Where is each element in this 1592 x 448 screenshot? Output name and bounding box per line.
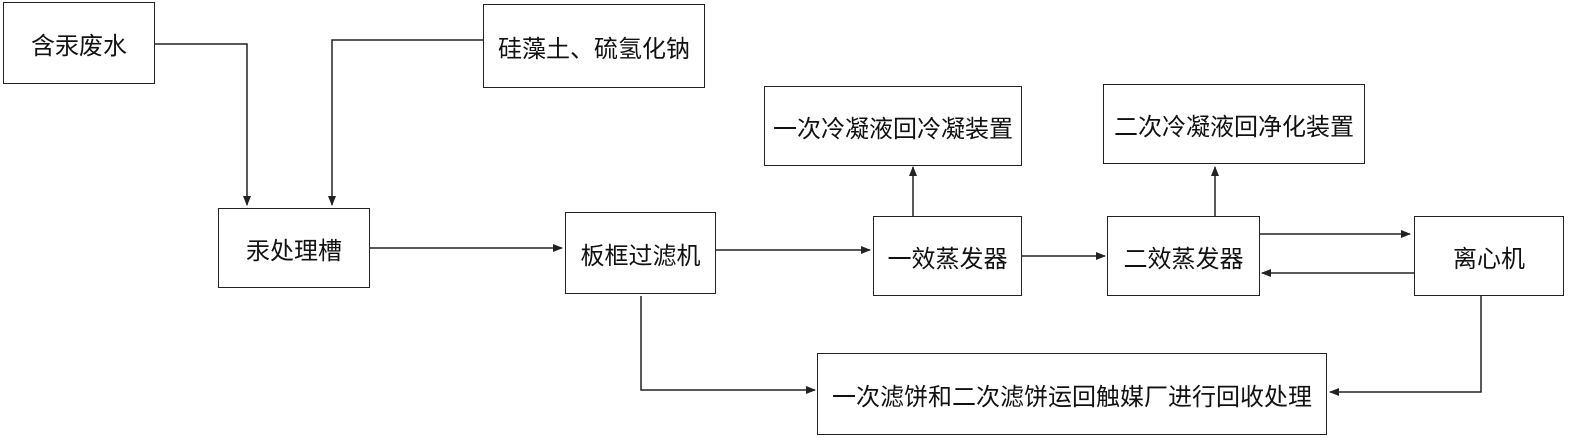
wastewater-box: 含汞废水: [3, 2, 155, 84]
arrow-filter-to-cake: [640, 296, 816, 394]
mercury-tank-box: 汞处理槽: [218, 208, 370, 288]
reagents-box: 硅藻土、硫氢化钠: [483, 4, 705, 88]
plate-filter-box: 板框过滤机: [565, 212, 716, 294]
second-condensate-box: 二次冷凝液回净化装置: [1103, 84, 1365, 164]
first-condensate-box: 一次冷凝液回冷凝装置: [764, 86, 1022, 166]
arrow-wastewater-to-tank: [155, 43, 251, 206]
first-evaporator-box: 一效蒸发器: [873, 216, 1022, 296]
second-evaporator-box: 二效蒸发器: [1107, 216, 1260, 296]
centrifuge-box: 离心机: [1414, 216, 1564, 296]
arrow-centrifuge-to-cake: [1329, 296, 1482, 396]
filter-cake-box: 一次滤饼和二次滤饼运回触媒厂进行回收处理: [817, 353, 1327, 435]
arrow-reagents-to-tank: [328, 39, 483, 206]
